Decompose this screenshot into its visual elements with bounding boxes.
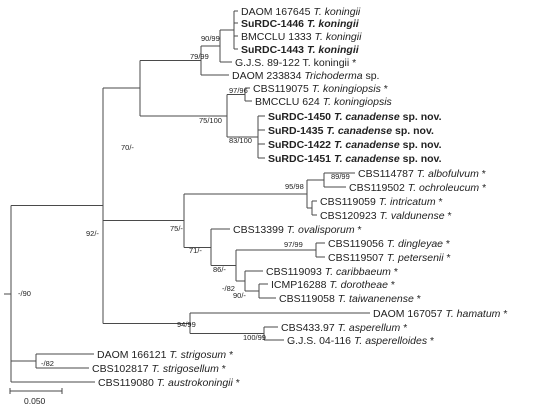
taxon-label: CBS13399 T. ovalisporum * [233,224,362,236]
support-value: 90/- [233,291,246,300]
support-value: 90/99 [201,34,220,43]
support-value: 100/99 [243,333,266,342]
taxon-label: SuRDC-1446 T. koningii [241,18,360,30]
taxon-label: DAOM 167057 T. hamatum * [373,308,507,320]
taxon-label: SuRDC-1443 T. koningii [241,44,360,56]
support-value: 79/99 [190,52,209,61]
taxon-label: DAOM 233834 Trichoderma sp. [232,70,379,82]
taxon-label: G.J.S. 04-116 T. asperelloides * [287,335,434,347]
support-value: 94/99 [177,320,196,329]
taxon-label: CBS119075 T. koningiopsis * [253,83,388,95]
taxon-label: CBS114787 T. albofulvum * [358,168,486,180]
taxon-label: CBS119093 T. caribbaeum * [266,266,398,278]
taxon-label: BMCCLU 1333 T. koningii [241,31,362,43]
taxon-label: SuRDC-1451 T. canadense sp. nov. [268,153,442,165]
support-values: 90/99 79/99 97/96 83/100 75/100 70/- 89/99 95/9… [18,34,350,368]
taxon-label: SuRDC-1422 T. canadense sp. nov. [268,139,442,151]
support-value: 89/99 [331,172,350,181]
support-value: 92/- [86,229,99,238]
support-value: -/90 [18,289,31,298]
taxon-label: SuRDC-1450 T. canadense sp. nov. [268,111,442,123]
support-value: 97/96 [229,86,248,95]
support-value: 97/99 [284,240,303,249]
taxon-label: G.J.S. 89-122 T. koningii * [235,57,356,69]
taxon-label: CBS119056 T. dingleyae * [328,238,450,250]
support-value: 70/- [121,143,134,152]
taxon-label: SuRD-1435 T. canadense sp. nov. [268,125,434,137]
scale-bar: 0.050 [9,388,63,406]
support-value: 95/98 [285,182,304,191]
taxon-label: CBS102817 T. strigosellum * [92,363,226,375]
support-value: 75/- [170,224,183,233]
taxon-label: CBS119502 T. ochroleucum * [349,182,486,194]
support-value: 75/100 [199,116,222,125]
taxon-label: BMCCLU 624 T. koningiopsis [255,96,393,108]
taxon-label: ICMP16288 T. dorotheae * [271,279,395,291]
taxon-label: CBS119507 T. petersenii * [328,252,451,264]
support-value: 86/- [213,265,226,274]
taxon-label: CBS119080 T. austrokoningii * [98,377,240,389]
taxon-label: CBS433.97 T. asperellum * [281,322,407,334]
support-value: 83/100 [229,136,252,145]
taxon-label: CBS119058 T. taiwanenense * [279,293,421,305]
scale-bar-label: 0.050 [24,396,46,406]
support-value: -/82 [222,284,235,293]
taxon-label: CBS120923 T. valdunense * [320,210,452,222]
tree-branches [4,10,370,383]
support-value: -/82 [41,359,54,368]
support-value: 71/- [189,246,202,255]
taxon-label: DAOM 166121 T. strigosum * [97,349,233,361]
taxon-label: DAOM 167645 T. koningii [241,6,361,18]
taxon-label: CBS119059 T. intricatum * [320,196,443,208]
